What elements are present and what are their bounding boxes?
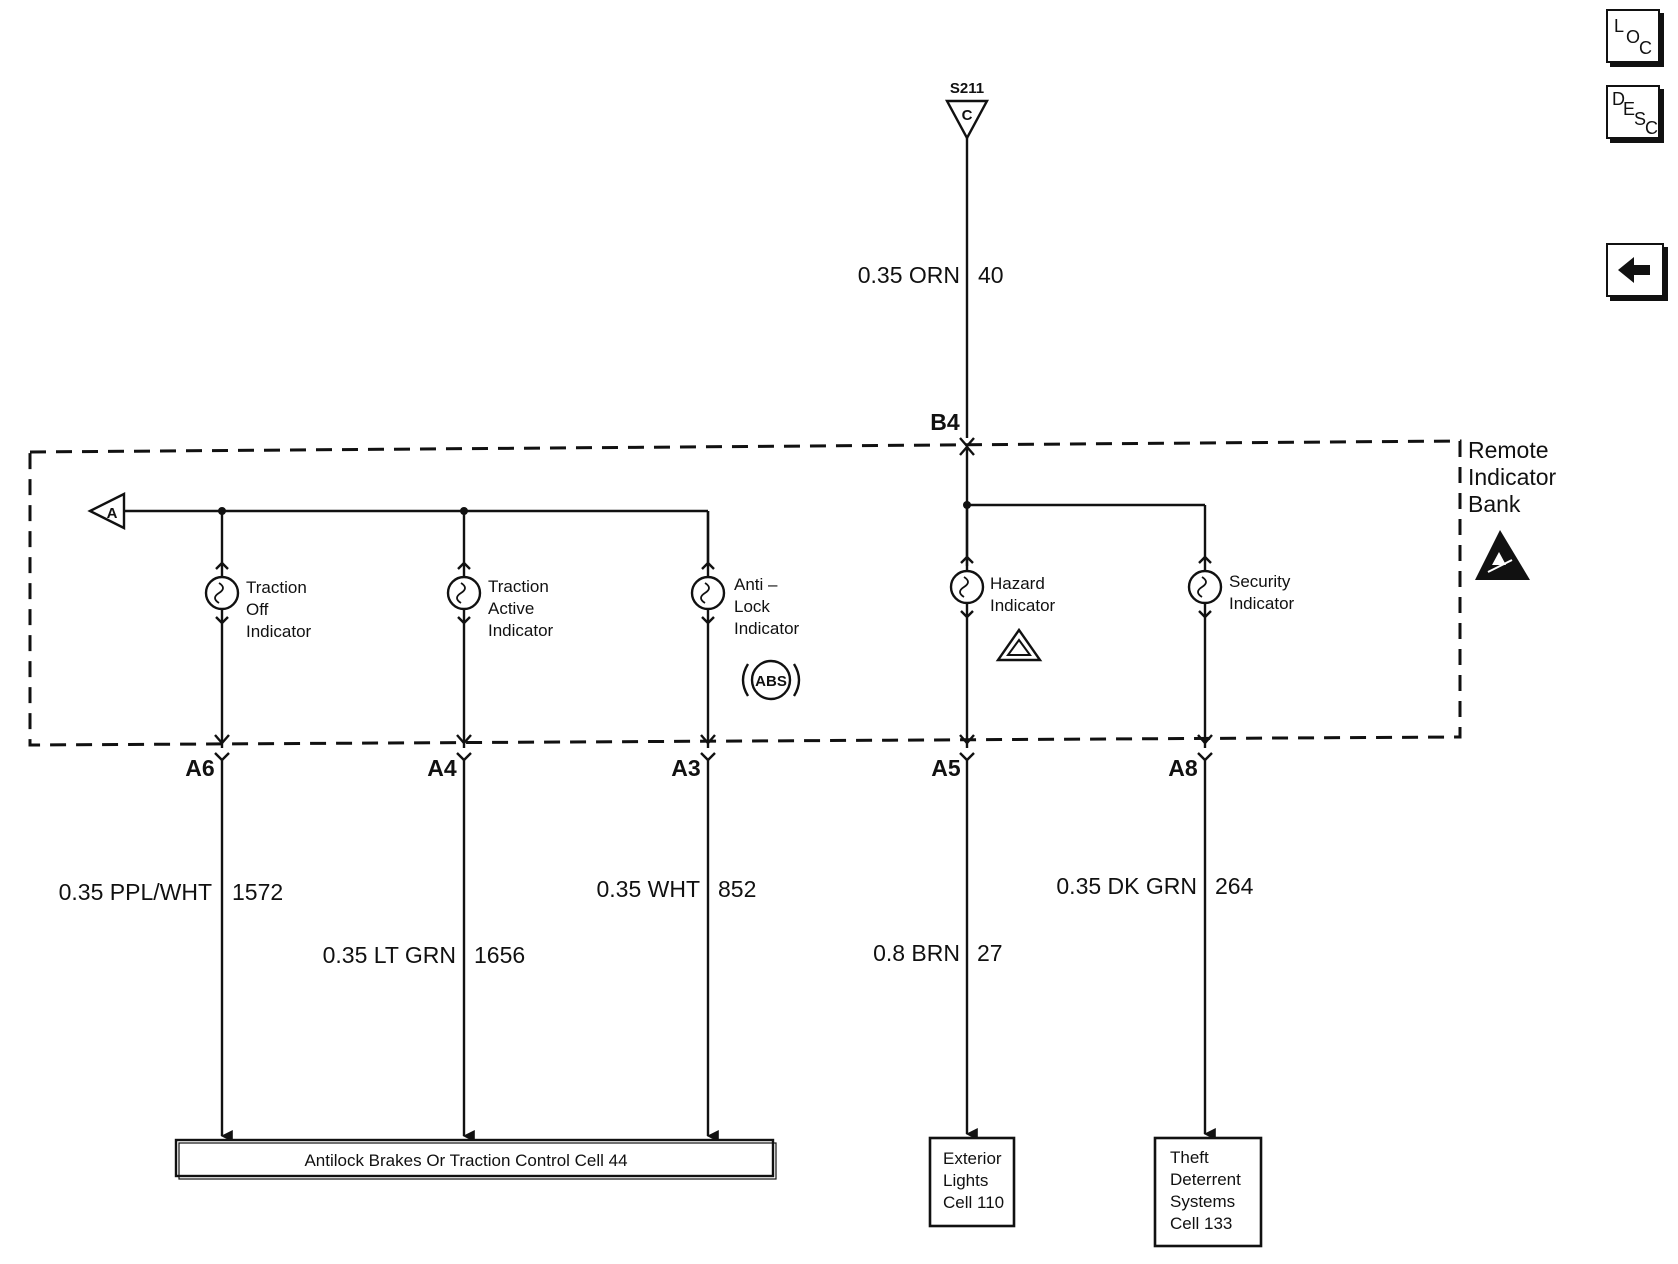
svg-text:Theft: Theft [1170, 1148, 1209, 1167]
wire-spec: 0.8 BRN [873, 940, 960, 966]
svg-text:Cell 110: Cell 110 [943, 1193, 1004, 1212]
indicator-label: Indicator [488, 621, 554, 640]
indicator-label: Lock [734, 597, 770, 616]
svg-text:Indicator: Indicator [1468, 464, 1557, 490]
splice-s211: S211 C [944, 80, 990, 141]
top-wire-circuit: 40 [978, 262, 1004, 288]
indicator-label: Security [1229, 572, 1291, 591]
off-page-connector-a: A [87, 492, 126, 530]
loc-letter-o: O [1626, 27, 1641, 47]
desc-letter-e: E [1623, 99, 1636, 119]
desc-button[interactable]: D E S C [1606, 85, 1660, 139]
desc-letter-d: D [1612, 89, 1625, 109]
svg-text:Bank: Bank [1468, 491, 1521, 517]
wire-spec: 0.35 WHT [596, 876, 700, 902]
remote-indicator-bank-boundary [28, 439, 1462, 747]
svg-text:Deterrent: Deterrent [1170, 1170, 1241, 1189]
destination-theft-deterrent: Theft Deterrent Systems Cell 133 [1153, 1136, 1263, 1248]
wire-circuit: 1656 [474, 942, 525, 968]
hazard-led-icon [949, 569, 985, 605]
loc-button[interactable]: L O C [1606, 9, 1660, 63]
esd-warning-icon [1475, 530, 1530, 580]
loc-letter-c: C [1639, 38, 1652, 58]
pin-b4: B4 [930, 409, 960, 435]
indicator-label: Off [246, 600, 269, 619]
indicator-label: Indicator [246, 622, 312, 641]
pin-a4: A4 [427, 755, 457, 781]
wire-circuit: 27 [977, 940, 1003, 966]
wire-circuit: 852 [718, 876, 756, 902]
security-led-icon [1187, 569, 1223, 605]
abs-symbol-text: ABS [755, 673, 787, 690]
wire-spec: 0.35 LT GRN [323, 942, 456, 968]
indicator-label: Indicator [1229, 594, 1295, 613]
indicator-label: Hazard [990, 574, 1045, 593]
desc-letter-c: C [1645, 118, 1658, 138]
pin-a8: A8 [1168, 755, 1198, 781]
wire-spec: 0.35 PPL/WHT [59, 879, 212, 905]
svg-text:Systems: Systems [1170, 1192, 1235, 1211]
abs-symbol-icon: ABS [741, 659, 801, 701]
svg-text:Exterior: Exterior [943, 1149, 1002, 1168]
splice-name: S211 [950, 80, 984, 97]
indicator-label: Anti – [734, 575, 778, 594]
svg-text:A: A [107, 505, 118, 522]
pin-a5: A5 [931, 755, 961, 781]
destination-abs-module: Antilock Brakes Or Traction Control Cell… [174, 1138, 777, 1180]
loc-letter-l: L [1614, 16, 1625, 36]
left-arrow-icon [1618, 257, 1650, 283]
back-button[interactable] [1606, 243, 1664, 297]
svg-text:Lights: Lights [943, 1171, 988, 1190]
indicator-label: Active [488, 599, 534, 618]
anti-lock-led-icon [690, 575, 726, 611]
desc-letter-s: S [1634, 109, 1647, 129]
module-title: Remote Indicator Bank [1468, 437, 1557, 517]
hazard-triangle-icon [995, 627, 1043, 662]
wire-circuit: 1572 [232, 879, 283, 905]
top-wire-spec: 0.35 ORN [858, 262, 960, 288]
svg-text:Cell 133: Cell 133 [1170, 1214, 1232, 1233]
wire-circuit: 264 [1215, 873, 1254, 899]
indicator-label: Traction [246, 578, 307, 597]
wire-spec: 0.35 DK GRN [1056, 873, 1197, 899]
svg-text:Remote: Remote [1468, 437, 1549, 463]
traction-off-led-icon [204, 575, 240, 611]
traction-active-led-icon [446, 575, 482, 611]
pin-a3: A3 [671, 755, 700, 781]
pin-a6: A6 [185, 755, 214, 781]
svg-text:Antilock Brakes Or Traction Co: Antilock Brakes Or Traction Control Cell… [304, 1151, 627, 1170]
indicator-label: Traction [488, 577, 549, 596]
indicator-label: Indicator [990, 596, 1056, 615]
indicator-label: Indicator [734, 619, 800, 638]
destination-exterior-lights: Exterior Lights Cell 110 [928, 1136, 1016, 1228]
splice-letter: C [962, 107, 973, 124]
